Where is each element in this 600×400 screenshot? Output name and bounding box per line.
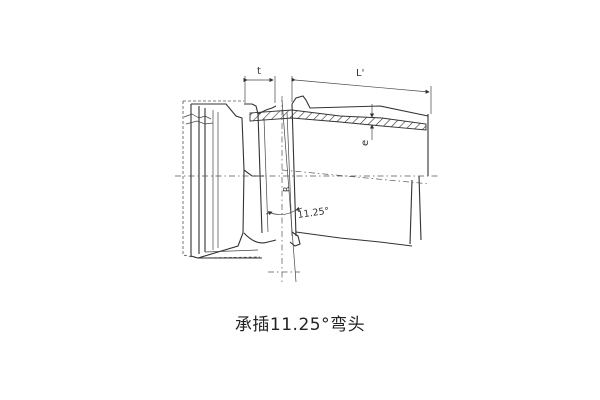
dimension-t: t: [243, 66, 276, 103]
dimension-l-prime: L': [291, 68, 432, 114]
dimension-e: e: [360, 104, 375, 146]
spigot-pipe: [175, 95, 440, 247]
label-r: R: [282, 186, 291, 192]
socket-body: [182, 100, 277, 259]
label-l-prime: L': [356, 68, 364, 79]
label-e: e: [360, 140, 371, 146]
figure-caption: 承插11.25°弯头: [234, 315, 366, 335]
label-t: t: [257, 66, 261, 77]
label-angle: 11.25°: [297, 206, 330, 221]
angle-construction: 11.25° R: [265, 96, 330, 283]
pipe-wall-hatch: [249, 109, 427, 131]
bend-fitting-drawing: t L' e: [175, 66, 440, 283]
